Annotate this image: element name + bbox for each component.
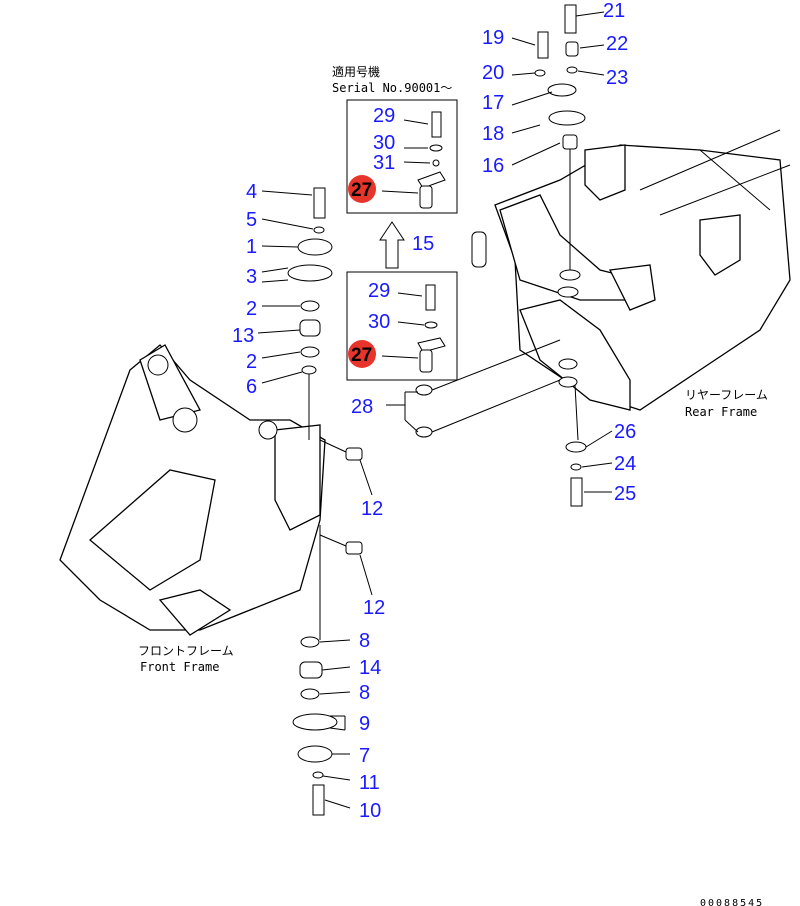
callout-31[interactable]: 31 <box>373 152 395 174</box>
callout-11[interactable]: 11 <box>359 772 380 794</box>
callout-26[interactable]: 26 <box>614 421 636 443</box>
callout-1[interactable]: 1 <box>246 236 257 258</box>
callout-20[interactable]: 20 <box>482 62 504 84</box>
callout-4[interactable]: 4 <box>246 181 257 203</box>
serial-inset-upper <box>346 99 458 214</box>
callout-2-upper[interactable]: 2 <box>246 298 257 320</box>
callout-22[interactable]: 22 <box>606 33 628 55</box>
callout-25[interactable]: 25 <box>614 483 636 505</box>
serial-inset-lower <box>346 271 458 381</box>
front-frame-drawing <box>59 344 326 636</box>
lower-pin-parts <box>292 636 338 816</box>
callout-5[interactable]: 5 <box>246 209 257 231</box>
callout-29-upper[interactable]: 29 <box>373 105 395 127</box>
callout-29-lower[interactable]: 29 <box>368 280 390 302</box>
front-frame-label-en: Front Frame <box>140 660 219 674</box>
callout-30-upper[interactable]: 30 <box>373 132 395 154</box>
callout-30-lower[interactable]: 30 <box>368 311 390 333</box>
callout-14[interactable]: 14 <box>359 657 381 679</box>
front-frame-label-jp: フロントフレーム <box>138 644 234 658</box>
serial-label-en: Serial No.90001～ <box>332 81 452 95</box>
callout-8-upper[interactable]: 8 <box>359 630 370 652</box>
grease-fittings <box>319 439 373 596</box>
highlight-marker <box>348 175 376 203</box>
callout-7[interactable]: 7 <box>359 745 370 767</box>
callout-9[interactable]: 9 <box>359 713 370 735</box>
callout-27-lower[interactable]: 27 <box>351 345 372 366</box>
upgrade-arrow-icon <box>379 221 405 269</box>
callout-2-lower[interactable]: 2 <box>246 351 257 373</box>
callout-10[interactable]: 10 <box>359 800 381 822</box>
callout-24[interactable]: 24 <box>614 453 636 475</box>
callout-3[interactable]: 3 <box>246 266 257 288</box>
callout-8-lower[interactable]: 8 <box>359 682 370 704</box>
rear-frame-drawing <box>494 129 791 411</box>
rear-frame-label-jp: リヤーフレーム <box>685 388 768 402</box>
highlight-marker <box>348 340 376 368</box>
callout-17[interactable]: 17 <box>482 92 504 114</box>
serial-label-jp: 適用号機 <box>332 64 380 79</box>
callout-12-upper[interactable]: 12 <box>361 498 383 520</box>
callout-13[interactable]: 13 <box>232 325 254 347</box>
callout-15[interactable]: 15 <box>412 233 434 255</box>
callout-6[interactable]: 6 <box>246 376 257 398</box>
callout-27-upper[interactable]: 27 <box>351 180 372 201</box>
callout-16[interactable]: 16 <box>482 155 504 177</box>
callout-28[interactable]: 28 <box>351 396 373 418</box>
rear-upper-parts <box>386 4 605 507</box>
callout-leaders <box>257 190 613 809</box>
rear-frame-label-en: Rear Frame <box>685 405 757 419</box>
callout-12-lower[interactable]: 12 <box>363 597 385 619</box>
callout-23[interactable]: 23 <box>606 67 628 89</box>
callout-19[interactable]: 19 <box>482 27 504 49</box>
upper-pin-parts <box>287 187 333 375</box>
callout-21[interactable]: 21 <box>603 0 625 22</box>
leader-lines <box>308 145 579 640</box>
callout-18[interactable]: 18 <box>482 123 504 145</box>
callouts: 21 19 22 20 23 17 18 16 29 30 31 15 4 5 … <box>232 0 636 822</box>
drawing-code: 00088545 <box>700 898 764 906</box>
